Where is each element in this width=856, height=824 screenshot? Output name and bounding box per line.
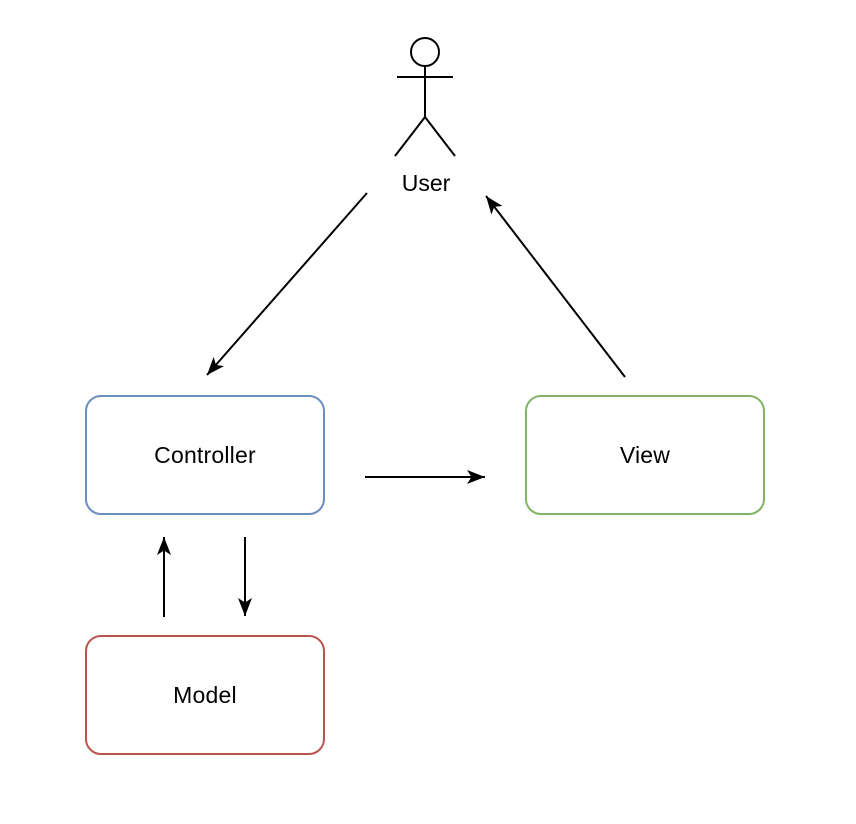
user-actor-icon	[394, 37, 456, 157]
node-model: Model	[85, 635, 325, 755]
node-view-label: View	[619, 441, 671, 468]
node-controller: Controller	[85, 395, 325, 515]
actor-leg-left	[394, 116, 426, 157]
user-label: User	[401, 169, 451, 196]
edge-user-to-controller	[206, 192, 368, 376]
node-controller-label: Controller	[154, 441, 256, 468]
actor-leg-right	[424, 116, 456, 157]
node-view: View	[525, 395, 765, 515]
edge-view-to-user	[485, 195, 626, 378]
actor-head	[410, 37, 440, 67]
node-model-label: Model	[173, 681, 237, 708]
